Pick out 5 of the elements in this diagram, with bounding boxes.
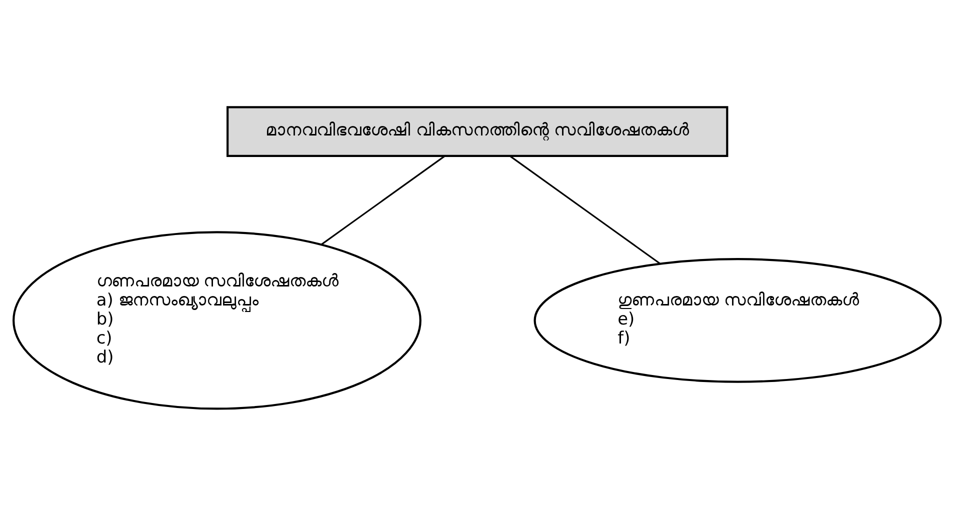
connector bbox=[320, 156, 445, 246]
node-ellipse: ഗുണപരമായ സവിശേഷതകൾ e) f) bbox=[534, 258, 942, 383]
node-box: മാനവവിഭവശേഷി വികസനത്തിന്റെ സവിശേഷതകൾ bbox=[226, 106, 728, 157]
node-ellipse: ഗണപരമായ സവിശേഷതകൾ a) ജനസംഖ്യാവലുപ്പം b) c) d) bbox=[12, 231, 422, 410]
connector bbox=[510, 156, 661, 264]
